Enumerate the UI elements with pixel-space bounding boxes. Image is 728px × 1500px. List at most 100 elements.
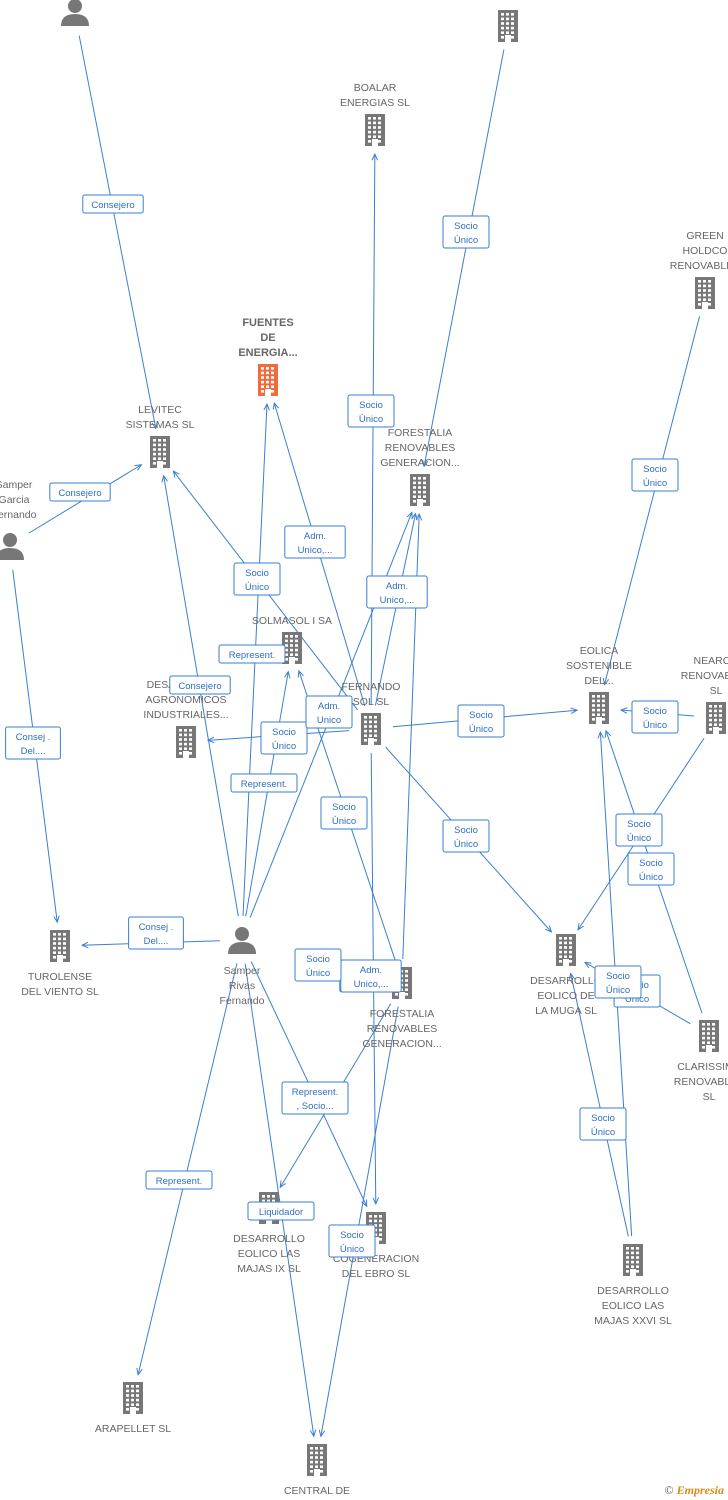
copyright-symbol: © <box>664 1483 674 1497</box>
node-label: RENOVABLES <box>385 442 455 454</box>
company-node-c-top[interactable] <box>498 10 518 42</box>
company-node-desarrollos-agro[interactable]: DESARROLLOSAGRONOMICOSINDUSTRIALES... <box>143 679 229 758</box>
node-label: ENERGIA... <box>238 347 297 359</box>
building-icon <box>50 930 70 962</box>
node-label: FERNANDO <box>342 681 401 693</box>
relation-label-box <box>260 721 308 755</box>
company-node-central[interactable]: CENTRAL DE <box>284 1444 350 1497</box>
relation-label-box <box>82 194 144 214</box>
relation-label[interactable]: Adm.Unico <box>305 695 353 729</box>
relation-label[interactable]: Adm.Unico,... <box>340 959 402 993</box>
relation-label-box <box>284 525 346 559</box>
relation-label-box <box>294 948 342 982</box>
relation-label-text: Unico,... <box>298 545 333 556</box>
company-node-green[interactable]: GREENHOLDCORENOVABLES <box>670 230 728 309</box>
relation-label-text: Socio <box>332 802 356 813</box>
relation-label-text: Adm. <box>318 701 340 712</box>
node-label: DEL VIENTO SL <box>21 986 99 998</box>
relation-label-box <box>305 695 353 729</box>
relation-label-box <box>5 726 61 760</box>
building-icon <box>498 10 518 42</box>
relation-label[interactable]: Adm.Unico,... <box>366 575 428 609</box>
relation-label-box <box>347 394 395 428</box>
edge-fernando-sol-to-forestalia1 <box>374 514 415 706</box>
relation-label-box <box>233 562 281 596</box>
relation-label-text: Único <box>639 872 663 883</box>
relation-label-text: Socio <box>643 706 667 717</box>
relation-label[interactable]: Consejero <box>49 482 111 502</box>
relation-label-text: Liquidador <box>259 1207 303 1218</box>
relation-label[interactable]: Adm.Unico,... <box>284 525 346 559</box>
relation-label-box <box>49 482 111 502</box>
relation-label-box <box>594 965 642 999</box>
relation-label-text: Adm. <box>360 965 382 976</box>
node-label: Fernando <box>0 509 37 521</box>
node-label: DEL... <box>584 675 613 687</box>
edge-forestalia2-to-central <box>321 1006 399 1437</box>
node-label: MAJAS XXVI SL <box>594 1315 672 1327</box>
relation-label-box <box>128 916 184 950</box>
brand-logo[interactable]: Empresia <box>676 1483 724 1497</box>
company-node-arapellet[interactable]: ARAPELLET SL <box>95 1382 171 1435</box>
person-node-p-left[interactable]: SamperGarciaFernando <box>0 479 37 560</box>
relation-label[interactable]: Consej .Del.... <box>5 726 61 760</box>
relation-label[interactable]: Consejero <box>169 675 231 695</box>
node-label: AGRONOMICOS <box>145 694 226 706</box>
relation-label[interactable]: Represent., Socio... <box>281 1081 349 1115</box>
relation-label-text: Socio <box>606 971 630 982</box>
edge-p-samper-to-solmasol <box>245 672 289 917</box>
building-icon <box>176 726 196 758</box>
relation-label-box <box>457 704 505 738</box>
company-node-solmasol[interactable]: SOLMASOL I SA <box>252 615 332 664</box>
relation-label-text: Socio <box>469 710 493 721</box>
relation-label[interactable]: Represent. <box>230 773 298 793</box>
relation-label[interactable]: Represent. <box>145 1170 213 1190</box>
company-node-fuentes[interactable]: FUENTESDEENERGIA... <box>238 317 298 396</box>
person-icon <box>228 927 256 954</box>
edge-green-to-eolica <box>604 316 701 684</box>
company-node-clarissima[interactable]: CLARISSIMARENOVABLESSL <box>674 1020 728 1103</box>
relation-label-box <box>169 675 231 695</box>
relation-label-text: Socio <box>245 568 269 579</box>
relation-label-box <box>230 773 298 793</box>
relation-label[interactable]: Liquidador <box>247 1201 315 1221</box>
relation-label[interactable]: Consej .Del.... <box>128 916 184 950</box>
company-node-eolica[interactable]: EOLICASOSTENIBLEDEL... <box>566 645 632 724</box>
relation-label[interactable]: Consejero <box>82 194 144 214</box>
node-label: DESARROLLO <box>233 1233 305 1245</box>
building-icon <box>410 474 430 506</box>
node-label: INDUSTRIALES... <box>143 709 228 721</box>
person-node-p-top[interactable] <box>61 0 89 26</box>
node-label: DESARROLLO <box>530 975 602 987</box>
company-node-forestalia1[interactable]: FORESTALIARENOVABLESGENERACION... <box>380 427 460 506</box>
relation-label-text: Único <box>643 720 667 731</box>
node-label: BOALAR <box>354 82 397 94</box>
relation-label[interactable]: Represent. <box>218 644 286 664</box>
company-node-nearco[interactable]: NEARCORENOVABLESSL <box>681 655 728 734</box>
relation-label-text: Del.... <box>144 936 169 947</box>
